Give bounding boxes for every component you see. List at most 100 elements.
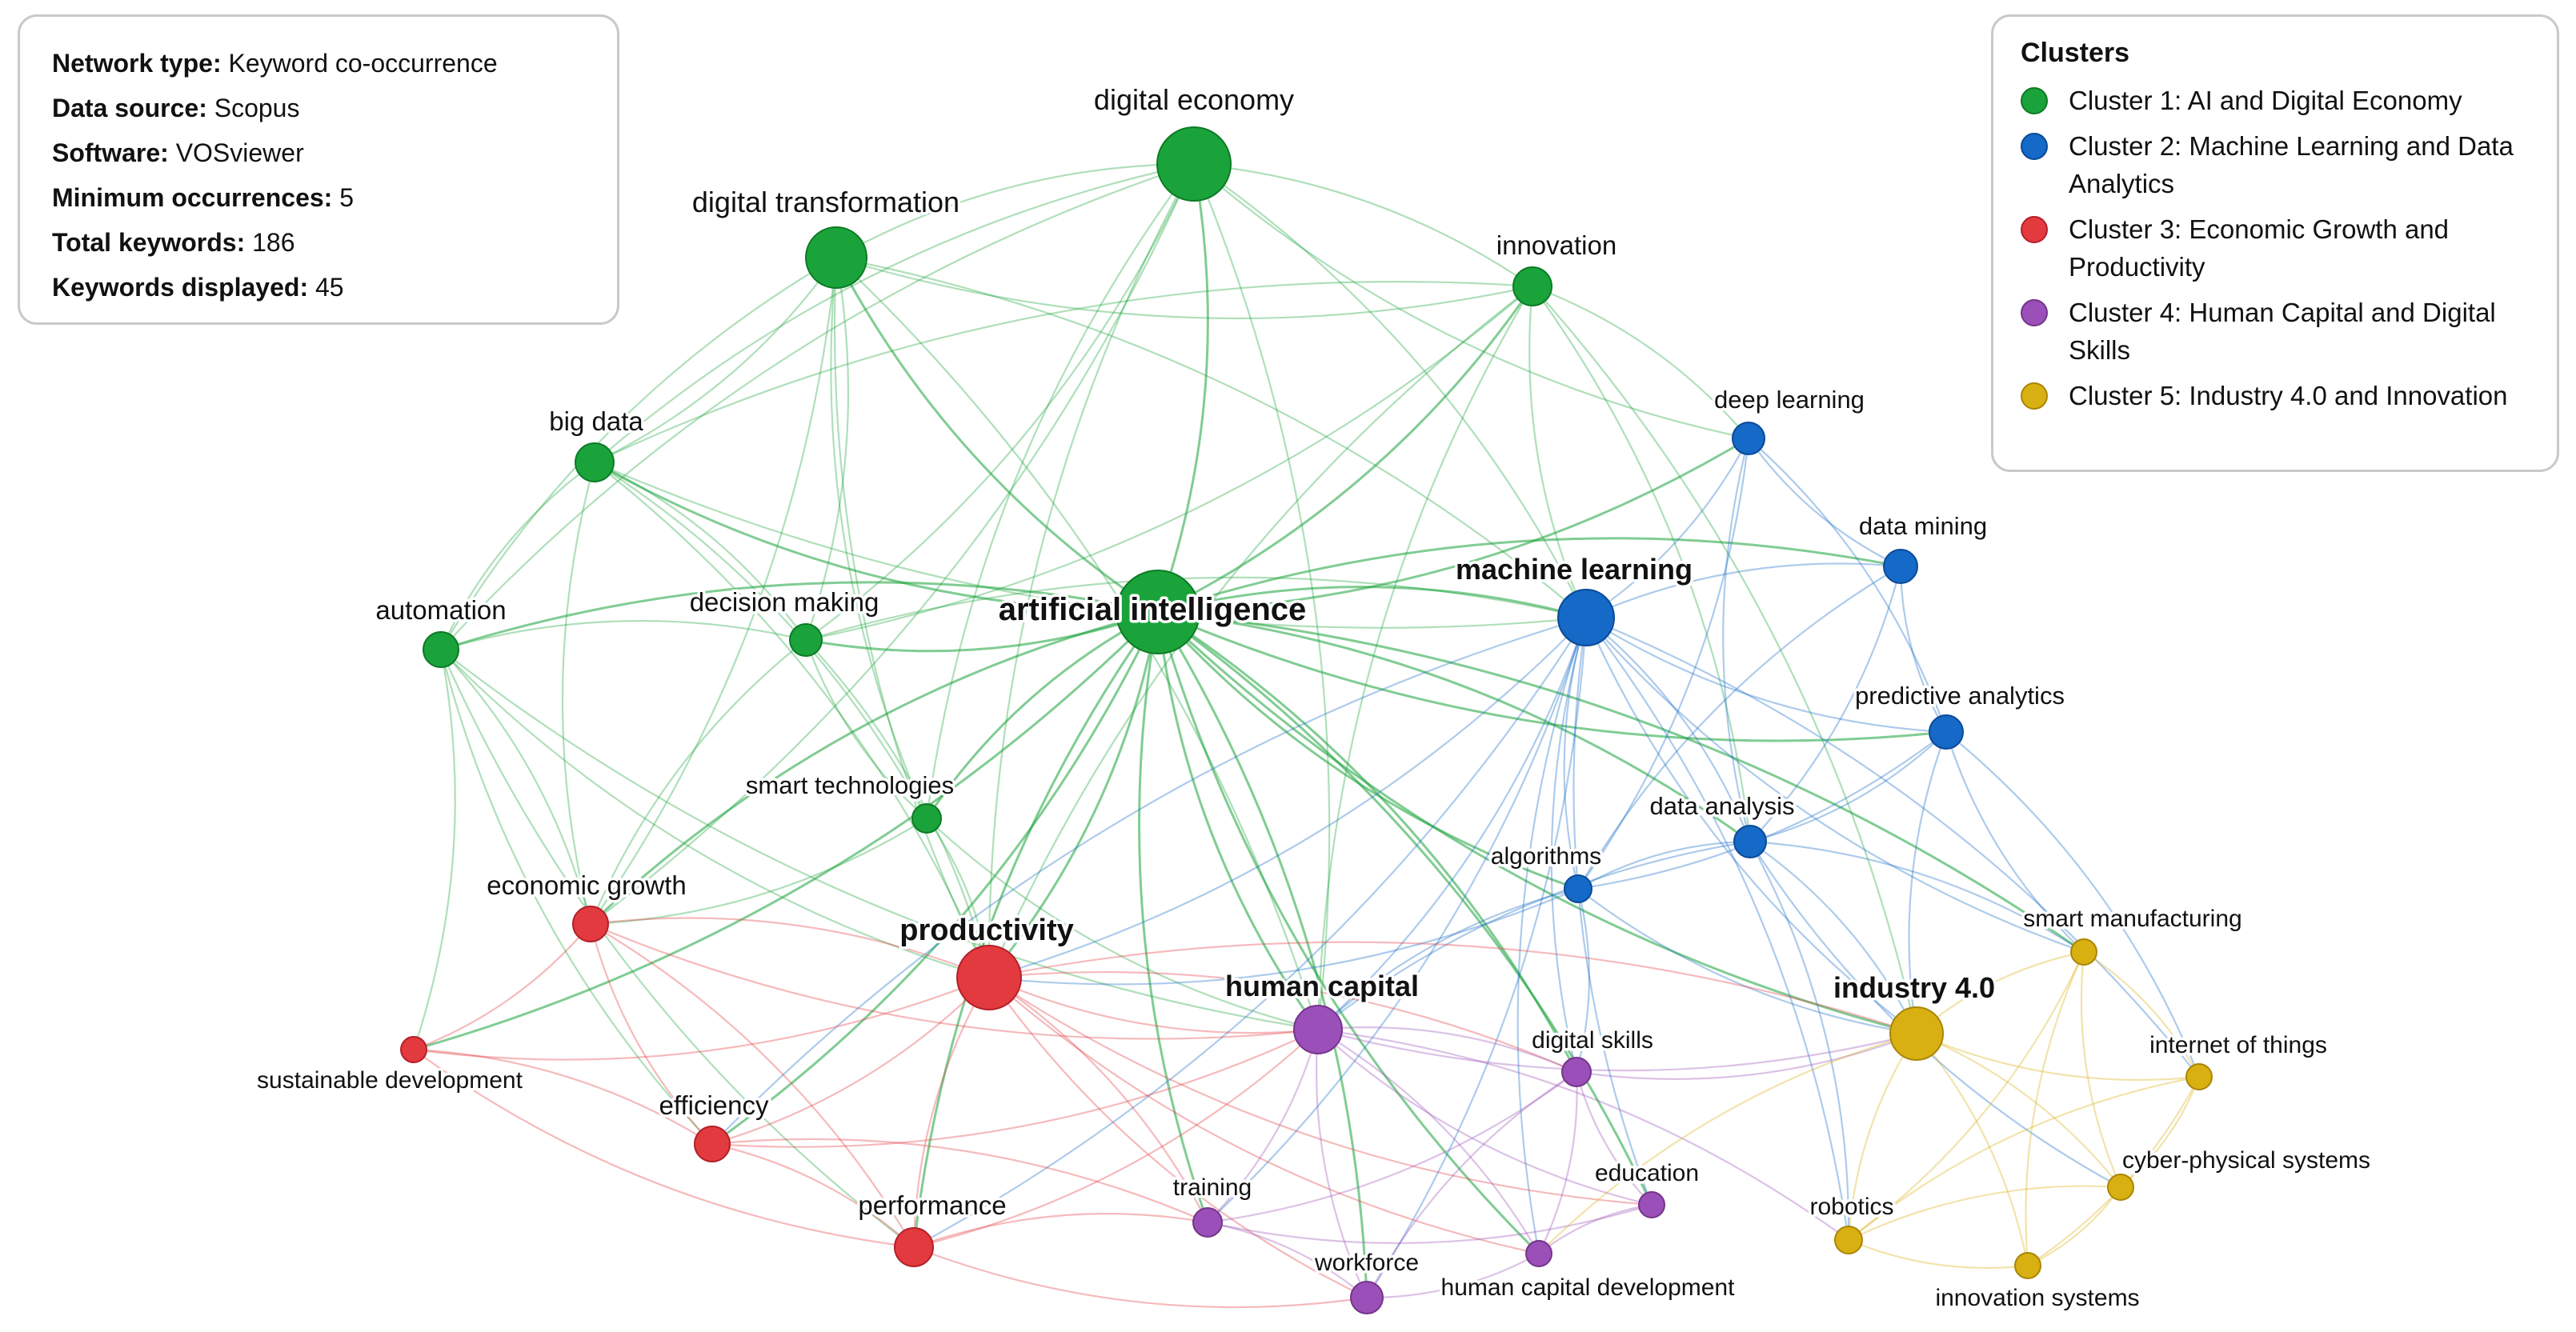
edge-eg-eff	[589, 923, 713, 1145]
edge-inno-ml	[1528, 286, 1588, 618]
node-ml[interactable]	[1557, 589, 1615, 646]
node-perf[interactable]	[894, 1227, 934, 1267]
info-software: Software: VOSviewer	[52, 138, 304, 167]
edge-sm-cps	[2080, 951, 2122, 1188]
node-label-dl: deep learning	[1714, 386, 1865, 414]
edge-ml-wf	[1366, 617, 1588, 1298]
node-label-da: data analysis	[1650, 792, 1795, 820]
edge-ai-eg	[589, 610, 1159, 926]
node-pa[interactable]	[1929, 714, 1964, 750]
node-i40[interactable]	[1889, 1006, 1944, 1061]
node-label-tr: training	[1173, 1174, 1252, 1201]
node-dt[interactable]	[805, 226, 867, 289]
edge-dt-inno	[835, 256, 1533, 320]
edge-sm-iot	[2083, 951, 2200, 1078]
edge-da-hc	[1317, 840, 1751, 1030]
cluster-1-swatch	[2021, 87, 2048, 114]
edge-prod-eff	[711, 977, 990, 1146]
node-bd[interactable]	[575, 442, 615, 482]
edge-ml-dsk	[1550, 617, 1588, 1073]
edge-da-alg	[1577, 840, 1751, 890]
edge-ai-i40	[1156, 610, 1917, 1035]
edge-bd-ml	[594, 461, 1587, 629]
edge-pa-alg	[1577, 731, 1947, 890]
node-label-wf: workforce	[1314, 1250, 1419, 1276]
node-is[interactable]	[2014, 1252, 2041, 1279]
node-label-rob: robotics	[1809, 1194, 1893, 1220]
node-hc[interactable]	[1293, 1005, 1343, 1054]
node-inno[interactable]	[1512, 266, 1552, 306]
edge-de-inno	[1193, 162, 1533, 287]
edge-ai-dmin	[1157, 537, 1901, 614]
node-hcd[interactable]	[1525, 1240, 1552, 1267]
edge-sm-rob	[1848, 951, 2085, 1241]
edge-dt-auto	[440, 257, 837, 650]
edge-dsk-hcd	[1538, 1071, 1578, 1254]
node-label-sd: sustainable development	[257, 1067, 523, 1094]
edge-ml-da	[1585, 617, 1752, 842]
edge-i40-hcd	[1538, 1032, 1917, 1254]
edge-perf-tr	[913, 1213, 1208, 1249]
node-cps[interactable]	[2107, 1174, 2134, 1201]
edge-eg-perf	[590, 923, 915, 1248]
node-dl[interactable]	[1732, 422, 1765, 455]
node-ai[interactable]	[1116, 570, 1200, 654]
node-edu[interactable]	[1638, 1191, 1665, 1218]
edge-ml-perf	[913, 617, 1587, 1248]
node-wf[interactable]	[1350, 1281, 1384, 1314]
node-label-st: smart technologies	[746, 771, 954, 799]
edge-dl-da	[1722, 438, 1752, 842]
node-da[interactable]	[1733, 825, 1767, 858]
edge-sd-eff	[413, 1048, 713, 1145]
node-label-pa: predictive analytics	[1855, 682, 2065, 710]
network-info-box: Network type: Keyword co-occurrence Data…	[18, 14, 619, 325]
node-auto[interactable]	[423, 631, 459, 668]
node-sd[interactable]	[400, 1036, 427, 1063]
edge-ai-da	[1157, 610, 1751, 843]
node-iot[interactable]	[2185, 1063, 2213, 1090]
edge-ml-dmin	[1585, 562, 1901, 619]
edge-ml-rob	[1585, 617, 1850, 1241]
node-label-auto: automation	[375, 595, 506, 625]
node-tr[interactable]	[1192, 1207, 1223, 1238]
node-dm[interactable]	[789, 623, 823, 657]
edge-de-dm	[805, 163, 1195, 641]
edge-dsk-edu	[1575, 1071, 1653, 1206]
edge-perf-wf	[913, 1246, 1368, 1309]
node-eg[interactable]	[572, 906, 609, 942]
edge-eff-tr	[711, 1138, 1208, 1224]
edge-inno-prod	[988, 286, 1533, 978]
node-dsk[interactable]	[1561, 1057, 1592, 1087]
edge-i40-cps	[1916, 1032, 2121, 1188]
legend-item-label: Cluster 5: Industry 4.0 and Innovation	[2069, 381, 2508, 410]
edge-ml-eff	[711, 616, 1587, 1145]
edge-tr-wf	[1207, 1221, 1368, 1298]
edge-ai-tr	[1138, 611, 1209, 1223]
node-rob[interactable]	[1834, 1226, 1863, 1254]
node-de[interactable]	[1156, 126, 1232, 202]
node-label-de: digital economy	[1094, 83, 1294, 116]
edge-bd-prod	[594, 462, 991, 978]
edge-dl-dmin	[1748, 438, 1901, 567]
edge-pa-da	[1749, 731, 1947, 843]
edge-alg-dsk	[1575, 888, 1590, 1073]
edge-prod-hc	[988, 976, 1319, 1034]
node-eff[interactable]	[694, 1126, 731, 1162]
edge-ml-tr	[1207, 617, 1588, 1223]
legend-item-cluster-1: Cluster 1: AI and Digital Economy	[2021, 82, 2530, 119]
edge-edu-tr	[1207, 1203, 1653, 1245]
node-prod[interactable]	[956, 945, 1022, 1010]
node-st[interactable]	[911, 803, 942, 834]
edge-ai-perf	[912, 611, 1160, 1248]
edge-ml-hcd	[1516, 617, 1588, 1254]
edge-ml-edu	[1572, 617, 1653, 1206]
edge-ml-alg	[1563, 617, 1588, 890]
node-label-ml: machine learning	[1456, 553, 1693, 586]
node-dmin[interactable]	[1883, 549, 1918, 584]
edge-bd-eg	[561, 462, 596, 925]
node-alg[interactable]	[1564, 874, 1592, 903]
node-sm[interactable]	[2070, 938, 2097, 966]
node-label-is: innovation systems	[1935, 1285, 2139, 1311]
